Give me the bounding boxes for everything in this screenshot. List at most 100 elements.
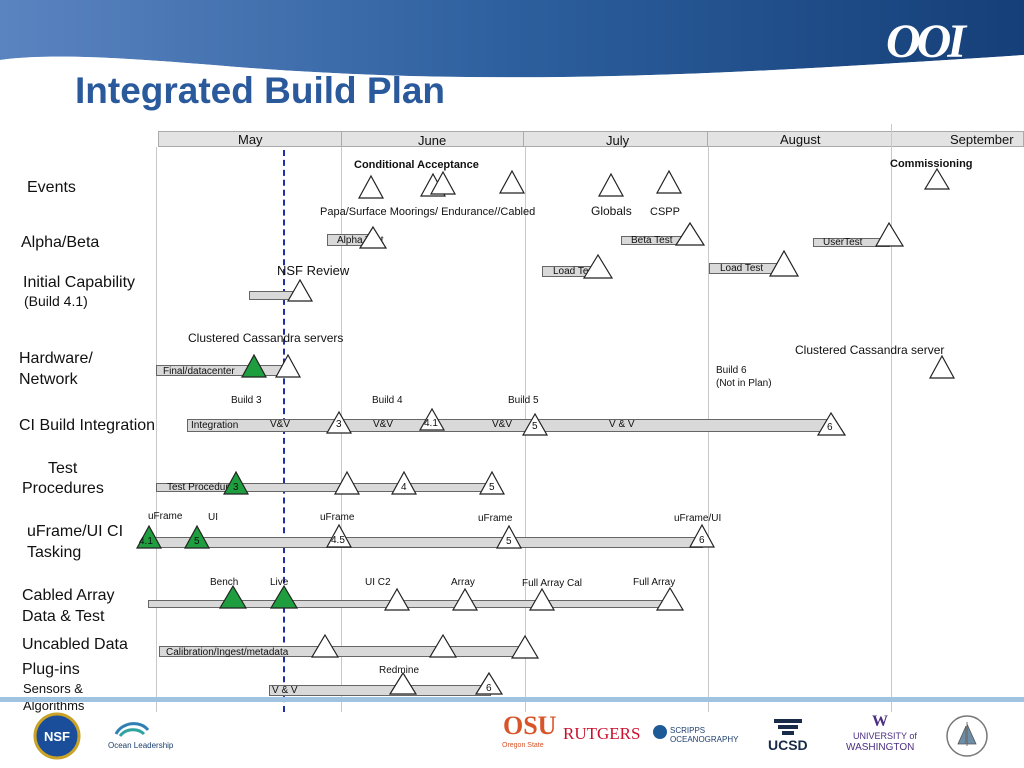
vv-label: V & V xyxy=(272,685,298,696)
cabled-array-bar xyxy=(148,600,670,608)
calibration-label: Calibration/Ingest/metadata xyxy=(166,647,289,658)
user-test-label: UserTest xyxy=(823,237,863,248)
build4-label: Build 4 xyxy=(372,395,403,406)
osu-logo: OSU xyxy=(503,711,557,740)
integration-label: Integration xyxy=(191,420,239,431)
milestone-number: 6 xyxy=(699,535,705,546)
ocean-leadership-logo xyxy=(114,722,150,738)
test-procedures-label: Test Procedures xyxy=(167,482,240,493)
row-label-hardware: Hardware/ xyxy=(19,350,93,367)
row-label-sensors: Sensors & xyxy=(23,681,83,696)
load-test-label-2: Load Test xyxy=(720,263,764,274)
vv-label: V&V xyxy=(373,419,394,430)
month-label: May xyxy=(238,132,263,147)
row-label-events: Events xyxy=(27,179,76,196)
row-label-procedures: Procedures xyxy=(22,480,104,497)
milestone-number: 3 xyxy=(233,482,239,493)
scripps-logo-icon xyxy=(653,725,667,739)
ui-label: UI xyxy=(208,512,218,523)
milestone-number: 5 xyxy=(194,536,200,547)
event-milestone xyxy=(498,169,526,194)
live-label: Live xyxy=(270,577,289,588)
row-label-alpha-beta: Alpha/Beta xyxy=(21,234,100,251)
row-label-cabled-array: Cabled Array xyxy=(22,587,115,604)
commissioning-milestone xyxy=(923,167,951,190)
uw-logo-line2: WASHINGTON xyxy=(846,742,915,753)
osu-subtitle: Oregon State xyxy=(502,742,544,749)
month-label: August xyxy=(780,132,821,147)
milestone-number: 4.5 xyxy=(331,535,345,546)
row-label-plugins: Plug-ins xyxy=(22,661,80,678)
moorings-label: Papa/Surface Moorings/ Endurance//Cabled xyxy=(320,206,536,218)
month-label: June xyxy=(418,133,447,148)
load-test-label-1: Load Test xyxy=(553,266,597,277)
milestone-number: 5 xyxy=(489,482,495,493)
cspp-label: CSPP xyxy=(650,206,680,218)
ucsd-logo-icon xyxy=(774,719,802,735)
ucsd-logo: UCSD xyxy=(768,737,808,753)
event-milestone xyxy=(419,172,447,197)
uw-logo-line1: UNIVERSITY of xyxy=(853,731,917,741)
event-milestone xyxy=(357,174,385,199)
commissioning-label: Commissioning xyxy=(890,158,973,170)
ocean-leadership-text: Ocean Leadership xyxy=(108,741,174,750)
row-label-uncabled: Uncabled Data xyxy=(22,636,128,653)
whoi-logo xyxy=(946,715,988,757)
milestone-number: 4.1 xyxy=(139,536,153,547)
milestone-number: 5 xyxy=(532,421,538,432)
row-label-initial-capability: Initial Capability xyxy=(23,274,136,291)
footer-band xyxy=(0,697,1024,702)
row-label-tasking: Tasking xyxy=(27,544,82,561)
full-array-cal-label: Full Array Cal xyxy=(522,578,583,589)
uw-logo-w: W xyxy=(872,713,888,730)
full-array-label: Full Array xyxy=(633,577,676,588)
alpha-test-label: Alpha Test xyxy=(337,235,384,246)
svg-text:NSF: NSF xyxy=(44,729,70,744)
build3-label: Build 3 xyxy=(231,395,262,406)
nsf-logo: NSF xyxy=(33,712,81,760)
ooi-logo: OOI xyxy=(886,15,966,68)
header-band xyxy=(0,0,1024,85)
ui-c2-label: UI C2 xyxy=(365,577,391,588)
row-label-uframe: uFrame/UI CI xyxy=(27,523,124,540)
row-label-test: Test xyxy=(48,460,78,477)
milestone-number: 4 xyxy=(401,482,407,493)
row-label-initial-capability-build: (Build 4.1) xyxy=(24,293,88,309)
vv-label: V & V xyxy=(609,419,635,430)
milestone-number: 3 xyxy=(336,419,342,430)
uframe-bar xyxy=(147,537,703,548)
month-label: September xyxy=(950,132,1014,147)
vv-label: V&V xyxy=(270,419,291,430)
beta-test-label: Beta Test xyxy=(631,235,673,246)
event-milestone xyxy=(429,170,457,195)
bench-label: Bench xyxy=(210,577,239,588)
row-label-data-test: Data & Test xyxy=(22,608,105,625)
build6-note: (Not in Plan) xyxy=(716,378,772,389)
clustered-server-label: Clustered Cassandra server xyxy=(795,343,945,357)
milestone-number: 6 xyxy=(486,683,492,694)
clustered-servers-label: Clustered Cassandra servers xyxy=(188,331,344,345)
page-title: Integrated Build Plan xyxy=(75,70,446,111)
vv-label: V&V xyxy=(492,419,513,430)
uframe-ui-label: uFrame/UI xyxy=(674,513,722,524)
uframe-label: uFrame xyxy=(148,511,183,522)
array-label: Array xyxy=(451,577,475,588)
plugins-bar xyxy=(269,685,491,696)
datacenter-label: Final/datacenter xyxy=(163,366,235,377)
rutgers-logo: RUTGERS xyxy=(563,724,641,743)
nsf-review-label: NSF Review xyxy=(277,263,350,278)
uframe-label: uFrame xyxy=(478,513,513,524)
month-label: July xyxy=(606,133,630,148)
milestone-number: 5 xyxy=(506,536,512,547)
row-label-ci-build: CI Build Integration xyxy=(19,417,156,434)
globals-milestone xyxy=(597,172,625,197)
scripps-logo: SCRIPPS OCEANOGRAPHY xyxy=(670,726,739,744)
build6-label: Build 6 xyxy=(716,365,747,376)
uframe-label: uFrame xyxy=(320,512,355,523)
globals-label: Globals xyxy=(591,204,632,218)
initial-capability-bar xyxy=(249,291,300,300)
milestone-number: 4.1 xyxy=(424,418,438,429)
cspp-milestone xyxy=(655,169,683,194)
row-label-network: Network xyxy=(19,371,78,388)
